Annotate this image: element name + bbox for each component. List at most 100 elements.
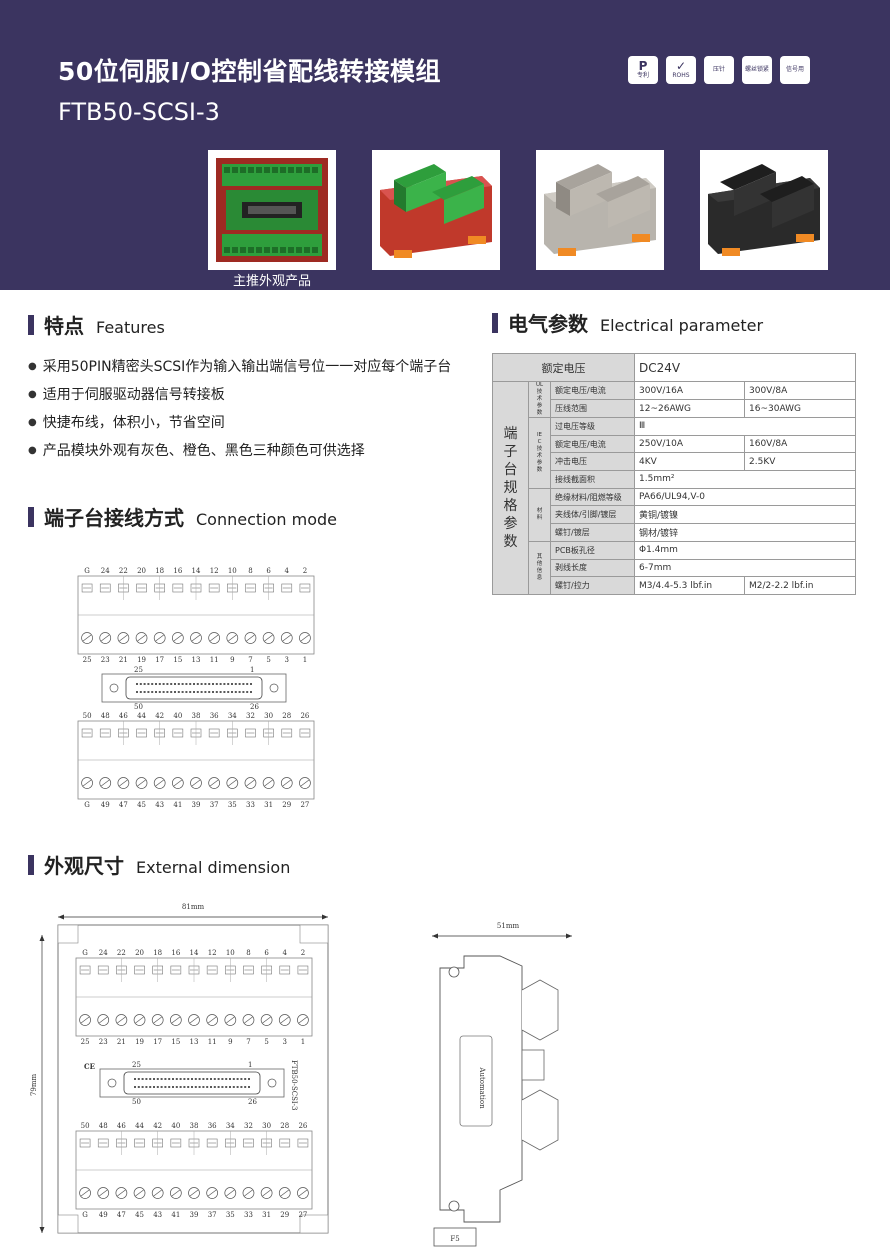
- pin-label: 44: [137, 712, 146, 720]
- pin-label: 26: [298, 1122, 307, 1130]
- screw-slot: [207, 1189, 217, 1197]
- pin-number: 25: [132, 1061, 141, 1069]
- rail-clip: [299, 924, 329, 944]
- dimension-heading: 外观尺寸 External dimension: [28, 850, 290, 879]
- group-other: 其他信息: [528, 540, 551, 595]
- connector-socket: [125, 676, 263, 700]
- product-caption: 主推外观产品: [232, 274, 311, 289]
- dimension-title-cn: 外观尺寸: [44, 854, 124, 878]
- screw-slot: [264, 634, 273, 642]
- arrow-icon: [432, 933, 438, 939]
- param-value: 1.5mm²: [634, 470, 856, 489]
- screw-icon: [448, 966, 460, 978]
- param-label: 剥线长度: [550, 558, 635, 578]
- pin-label: 49: [99, 1211, 108, 1219]
- front-terminal-block-top: G252423222120191817161514131211109876543…: [75, 949, 313, 1046]
- pin-label: 18: [155, 567, 164, 575]
- param-value: 2.5KV: [744, 452, 856, 472]
- pin-label: 42: [155, 712, 164, 720]
- screw-slot: [171, 1016, 181, 1024]
- pin-label: 13: [190, 1038, 199, 1046]
- param-value: Ⅲ: [634, 417, 856, 436]
- front-view-drawing: G252423222120191817161514131211109876543…: [30, 903, 329, 1234]
- pin-label: 16: [171, 949, 180, 957]
- features-list: 采用50PIN精密头SCSI作为输入输出端信号位一一对应每个端子台 适用于伺服驱…: [28, 354, 488, 466]
- screw-slot: [246, 779, 255, 787]
- screw-slot: [207, 1016, 217, 1024]
- model-vertical: FTB50-SCSI-3: [290, 1060, 298, 1110]
- pin-label: 12: [210, 567, 219, 575]
- screw-slot: [135, 1189, 144, 1197]
- param-label: 冲击电压: [550, 452, 635, 472]
- electrical-param-table: 额定电压 DC24V 端子台规格参数 UL技术参数 额定电压/电流 300V/1…: [492, 353, 856, 595]
- pin-label: 23: [99, 1038, 108, 1046]
- front-terminal-block-bottom: 50G4849464744454243404138393637343532333…: [75, 1122, 313, 1219]
- mount-hole-icon: [267, 1078, 277, 1088]
- pin-label: 25: [83, 656, 92, 664]
- arrow-icon: [39, 935, 45, 941]
- screw-slot: [82, 779, 92, 787]
- pin-label: 5: [266, 656, 270, 664]
- pin-number: 1: [248, 1061, 252, 1069]
- pin-number: 25: [134, 666, 143, 674]
- brand-text: Automation: [478, 1066, 486, 1109]
- pin-label: 34: [226, 1122, 235, 1130]
- param-value: 250V/10A: [634, 434, 745, 454]
- pin-label: G: [84, 567, 90, 575]
- fuse-box: [433, 1227, 477, 1247]
- pin-label: 28: [280, 1122, 289, 1130]
- mount-hole-icon: [107, 1078, 117, 1088]
- pin-label: 26: [300, 712, 309, 720]
- connection-title-en: Connection mode: [196, 510, 337, 529]
- pin-label: 7: [246, 1038, 250, 1046]
- pin-label: 31: [262, 1211, 271, 1219]
- screw-slot: [209, 779, 219, 787]
- pin-label: 1: [303, 656, 307, 664]
- pin-label: 46: [119, 712, 128, 720]
- pin-label: 25: [81, 1038, 90, 1046]
- param-label: 额定电压/电流: [550, 434, 635, 454]
- list-item: 采用50PIN精密头SCSI作为输入输出端信号位一一对应每个端子台: [28, 354, 488, 382]
- pin-label: 39: [192, 801, 201, 809]
- dimension-title-en: External dimension: [136, 858, 291, 877]
- pin-label: 20: [135, 949, 144, 957]
- pin-label: 10: [228, 567, 237, 575]
- pin-label: 36: [210, 712, 219, 720]
- pin-label: 3: [285, 656, 289, 664]
- pin-label: 37: [210, 801, 219, 809]
- section-bar: [492, 312, 498, 333]
- pin-label: 24: [101, 567, 110, 575]
- patent-icon: P 专利: [628, 56, 658, 84]
- electrical-title-cn: 电气参数: [508, 312, 588, 336]
- screw-slot: [155, 634, 164, 642]
- fuse-label: F5: [450, 1235, 459, 1243]
- screw-slot: [101, 634, 110, 642]
- signal-icon: 信号用: [780, 56, 810, 84]
- product-photo-green-pcb: [208, 150, 336, 270]
- product-photo-black: [700, 150, 828, 270]
- electrical-title-en: Electrical parameter: [600, 316, 764, 335]
- pin-label: 31: [264, 801, 273, 809]
- ce-mark-icon: CE: [84, 1062, 95, 1071]
- pin-label: 21: [119, 656, 128, 664]
- screw-slot: [173, 779, 183, 787]
- section-bar: [28, 854, 34, 875]
- pin-label: 27: [300, 801, 309, 809]
- pin-label: 16: [173, 567, 182, 575]
- connector-profile: [521, 1049, 545, 1081]
- rohs-icon: ✓ ROHS: [666, 56, 696, 84]
- list-item: 产品模块外观有灰色、橙色、黑色三种颜色可供选择: [28, 438, 488, 466]
- pin-label: 15: [171, 1038, 180, 1046]
- pin-label: 24: [99, 949, 108, 957]
- pin-label: 11: [208, 1038, 217, 1046]
- terminal-block-bottom: 50G4849464744454243404138393637343532333…: [77, 712, 315, 809]
- screw-slot: [300, 779, 310, 787]
- pin-label: 30: [262, 1122, 271, 1130]
- pin-label: 2: [303, 567, 307, 575]
- screw-slot: [101, 779, 110, 787]
- pin-number: 50: [132, 1098, 141, 1106]
- pin-label: 20: [137, 567, 146, 575]
- param-value: 12~26AWG: [634, 399, 745, 418]
- screw-slot: [209, 634, 219, 642]
- electrical-heading: 电气参数 Electrical parameter: [492, 308, 763, 337]
